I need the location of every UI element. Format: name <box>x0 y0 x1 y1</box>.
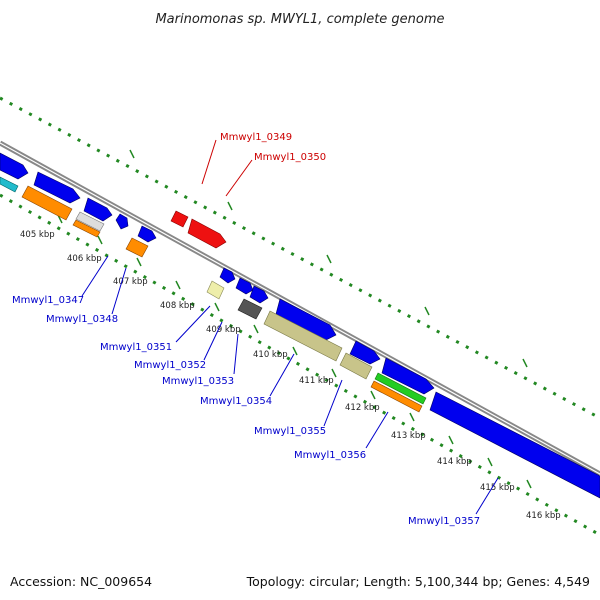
gene-mmwyl1-0356[interactable] <box>381 357 435 395</box>
gene-green[interactable] <box>374 372 427 405</box>
gene-orange-left[interactable] <box>21 185 73 221</box>
gene-label-0349[interactable]: Mmwyl1_0349 <box>220 132 292 143</box>
tick-label-408: 408 kbp <box>160 301 195 311</box>
gene-khaki-long[interactable] <box>263 310 343 362</box>
gene-label-0348[interactable]: Mmwyl1_0348 <box>46 314 118 325</box>
gene-mmwyl1-0353[interactable] <box>249 285 269 304</box>
tick-label-405: 405 kbp <box>20 230 55 240</box>
gene-label-0353[interactable]: Mmwyl1_0353 <box>162 376 234 387</box>
gene-mmwyl1-0347[interactable] <box>83 197 113 222</box>
gene-left-edge-blue[interactable] <box>0 152 29 180</box>
tick-label-415: 415 kbp <box>480 483 515 493</box>
gene-left-edge-cyan[interactable] <box>0 176 19 193</box>
gene-mmwyl1-0349[interactable] <box>170 210 189 228</box>
gene-label-0354[interactable]: Mmwyl1_0354 <box>200 396 272 407</box>
tick-label-409: 409 kbp <box>206 325 241 335</box>
gene-label-0347[interactable]: Mmwyl1_0347 <box>12 295 84 306</box>
gene-pale[interactable] <box>206 280 225 300</box>
gene-label-0356[interactable]: Mmwyl1_0356 <box>294 450 366 461</box>
gene-mmwyl1-0350[interactable] <box>187 218 227 249</box>
backbone-ring-inner <box>0 142 600 475</box>
gene-khaki-short[interactable] <box>339 352 373 380</box>
tick-label-411: 411 kbp <box>299 376 334 386</box>
gene-orange-0356[interactable] <box>370 380 423 413</box>
gene-label-0357[interactable]: Mmwyl1_0357 <box>408 516 480 527</box>
topology-text: Topology: circular; Length: 5,100,344 bp… <box>246 574 590 589</box>
tick-label-416: 416 kbp <box>526 511 561 521</box>
accession-text: Accession: NC_009654 <box>10 574 152 589</box>
gene-mmwyl1-0347-left[interactable] <box>33 171 81 204</box>
tick-label-413: 413 kbp <box>391 431 426 441</box>
gene-label-0351[interactable]: Mmwyl1_0351 <box>100 342 172 353</box>
tick-label-410: 410 kbp <box>253 350 288 360</box>
gene-mmwyl1-0348[interactable] <box>115 213 129 230</box>
gene-label-0355[interactable]: Mmwyl1_0355 <box>254 426 326 437</box>
gene-mmwyl1-0357[interactable] <box>429 391 600 499</box>
gene-mmwyl1-0352[interactable] <box>235 277 254 295</box>
tick-label-414: 414 kbp <box>437 457 472 467</box>
tick-label-407: 407 kbp <box>113 277 148 287</box>
gene-blue-0348b[interactable] <box>137 225 157 243</box>
leader-lines <box>81 139 499 515</box>
gene-mmwyl1-0355[interactable] <box>349 340 381 365</box>
map-title: Marinomonas sp. MWYL1, complete genome <box>155 12 444 27</box>
gene-mmwyl1-0351[interactable] <box>219 267 236 284</box>
gene-grey-0353[interactable] <box>237 298 263 320</box>
gene-label-0350[interactable]: Mmwyl1_0350 <box>254 152 326 163</box>
tick-label-406: 406 kbp <box>67 254 102 264</box>
gene-orange-small[interactable] <box>72 219 101 238</box>
gene-orange-0348[interactable] <box>125 237 149 258</box>
inner-dotted-ring <box>0 193 600 537</box>
tick-marks <box>57 149 532 489</box>
gene-label-0352[interactable]: Mmwyl1_0352 <box>134 360 206 371</box>
tick-label-412: 412 kbp <box>345 403 380 413</box>
gene-grey-small[interactable] <box>75 211 105 232</box>
gene-mmwyl1-0354[interactable] <box>275 298 337 341</box>
